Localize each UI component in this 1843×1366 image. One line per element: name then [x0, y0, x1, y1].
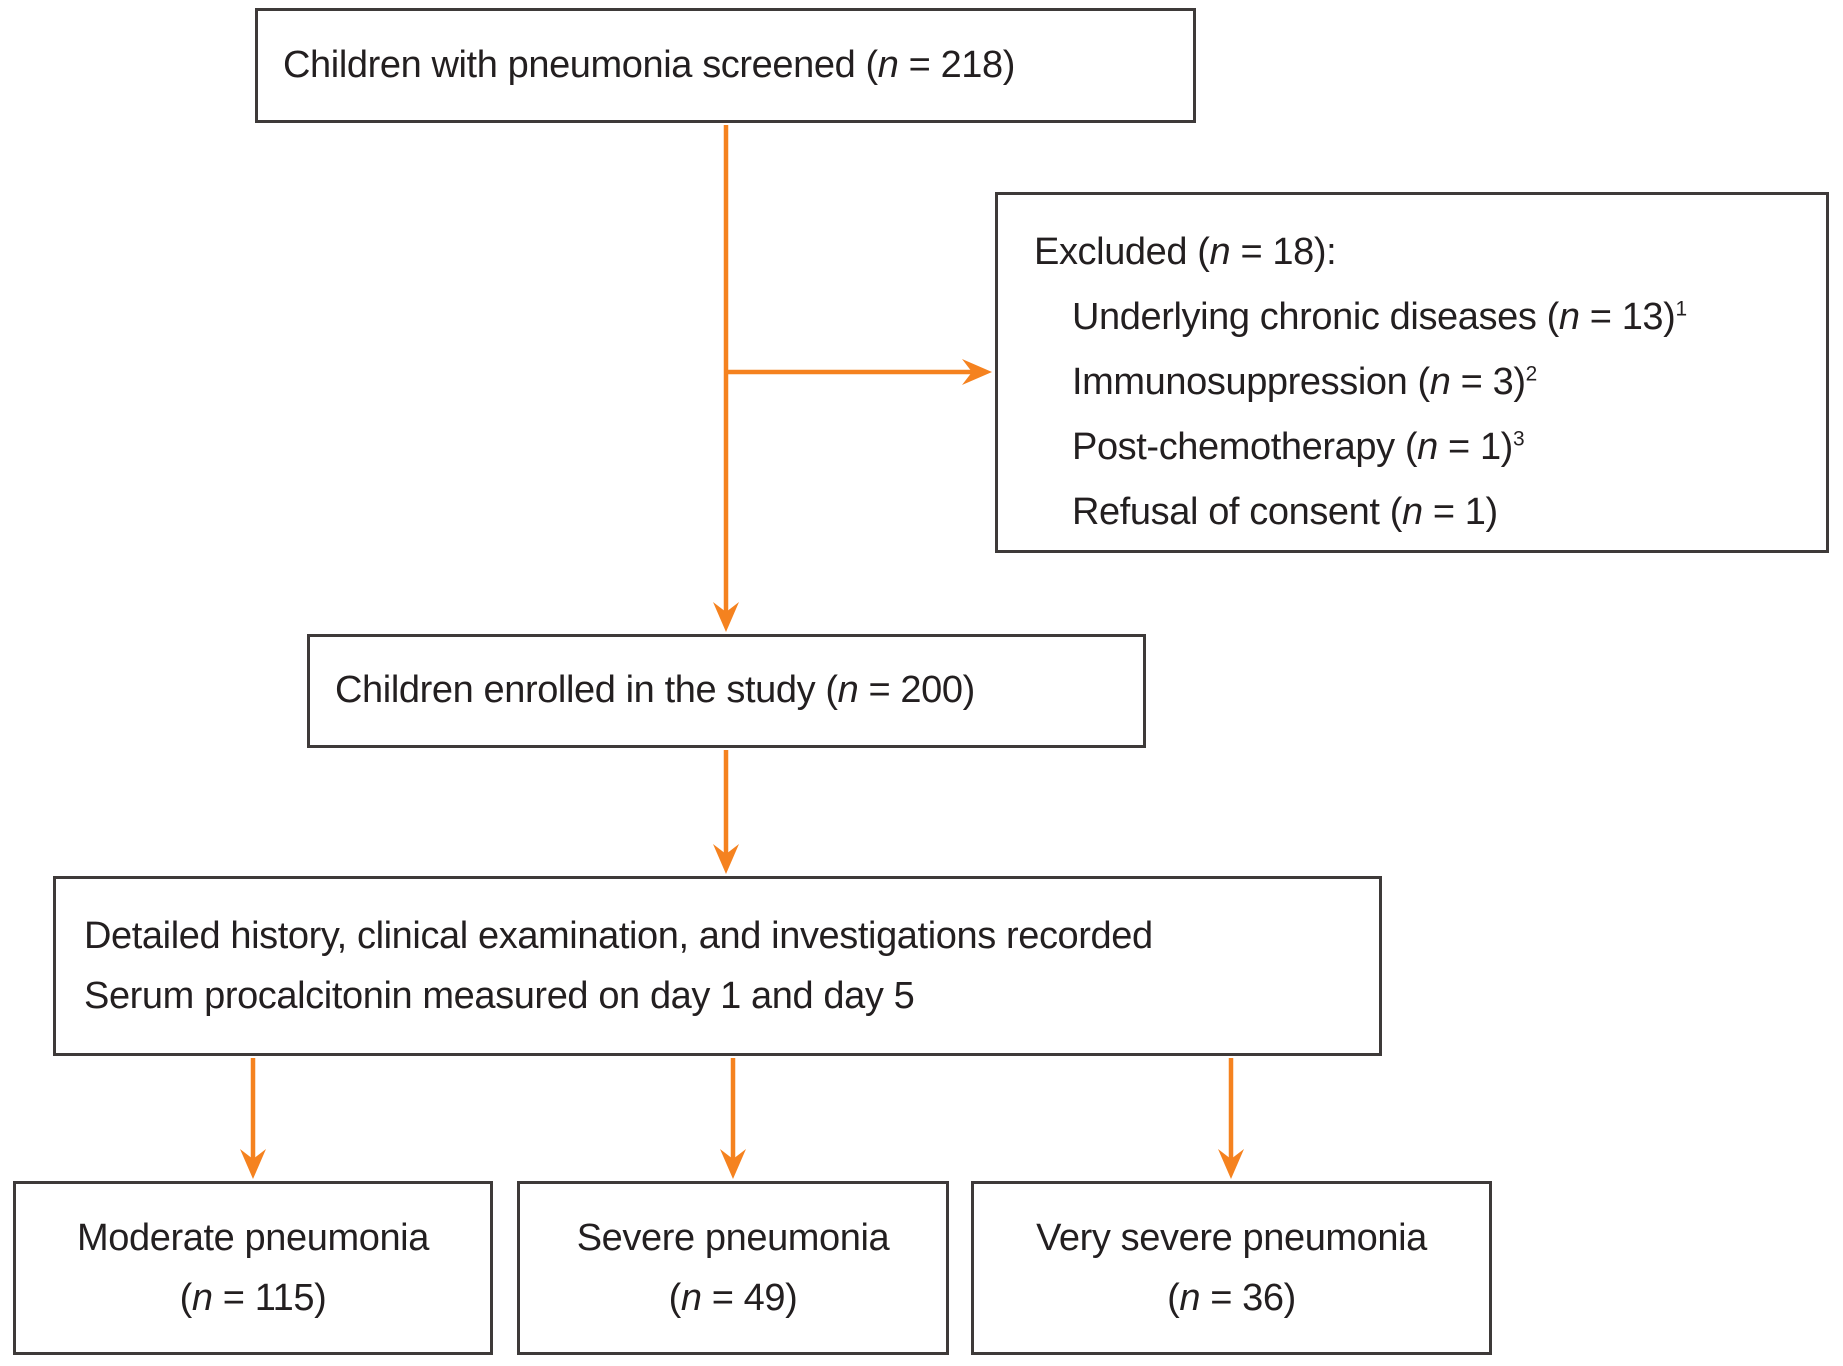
outcome-count: (n = 49): [668, 1277, 798, 1319]
outcome-count: (n = 115): [179, 1277, 327, 1319]
excluded-box: Excluded (n = 18): Underlying chronic di…: [995, 192, 1829, 553]
enrolled-label: Children enrolled in the study (n = 200): [335, 669, 975, 712]
procedures-box: Detailed history, clinical examination, …: [53, 876, 1382, 1056]
arrow-to-very-severe: [1218, 1058, 1244, 1179]
arrow-to-moderate: [240, 1058, 266, 1179]
excluded-item: Refusal of consent (n = 1): [1072, 491, 1498, 533]
outcome-count: (n = 36): [1167, 1277, 1296, 1319]
moderate-pneumonia-box: Moderate pneumonia (n = 115): [13, 1181, 493, 1355]
outcome-label: Moderate pneumonia: [77, 1217, 429, 1259]
outcome-label: Severe pneumonia: [576, 1217, 890, 1259]
arrow-to-excluded: [726, 359, 992, 385]
arrow-to-severe: [720, 1058, 746, 1179]
excluded-item: Underlying chronic diseases (n = 13)1: [1072, 296, 1687, 338]
very-severe-pneumonia-box: Very severe pneumonia (n = 36): [971, 1181, 1492, 1355]
arrow-enrolled-to-procedures: [713, 750, 739, 874]
screened-label: Children with pneumonia screened (n = 21…: [283, 43, 1016, 86]
screened-box: Children with pneumonia screened (n = 21…: [255, 8, 1196, 123]
enrolled-box: Children enrolled in the study (n = 200): [307, 634, 1146, 748]
arrow-screened-to-enrolled: [713, 125, 739, 632]
excluded-title: Excluded (n = 18):: [1034, 231, 1337, 273]
procedures-line: Detailed history, clinical examination, …: [84, 915, 1153, 957]
excluded-item: Post-chemotherapy (n = 1)3: [1072, 426, 1525, 468]
severe-pneumonia-box: Severe pneumonia (n = 49): [517, 1181, 949, 1355]
outcome-label: Very severe pneumonia: [1036, 1217, 1427, 1259]
procedures-line: Serum procalcitonin measured on day 1 an…: [84, 975, 915, 1017]
excluded-item: Immunosuppression (n = 3)2: [1072, 361, 1537, 403]
